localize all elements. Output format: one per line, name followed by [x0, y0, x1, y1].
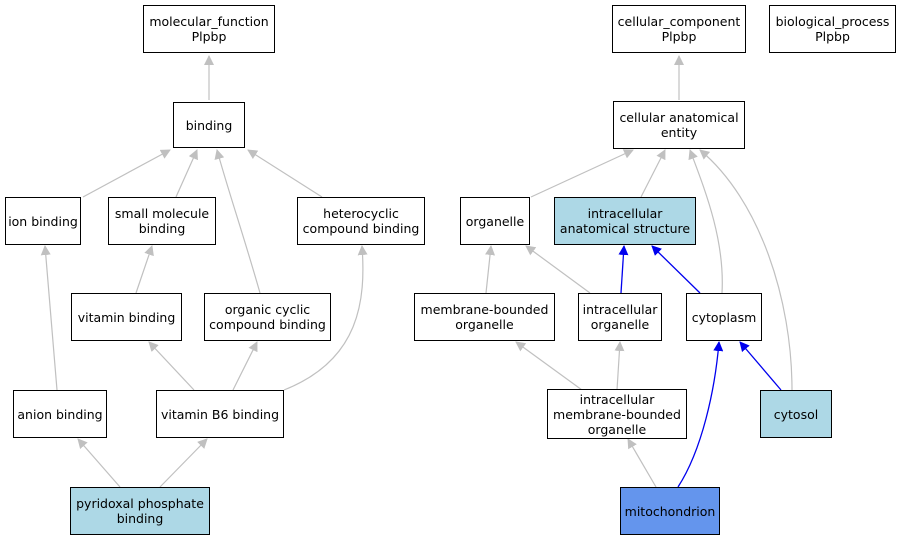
node-heterocyclic-compound-binding[interactable]: heterocyclic compound binding — [297, 197, 425, 245]
node-vitamin-b6-binding[interactable]: vitamin B6 binding — [156, 390, 284, 438]
node-biological-process[interactable]: biological_process Plpbp — [769, 5, 896, 53]
node-label-line-1: biological_process — [775, 14, 890, 29]
node-label-line-2: organelle — [590, 317, 650, 332]
node-label-line-2: binding — [138, 221, 186, 236]
node-label-line-1: cytoplasm — [691, 309, 757, 325]
edge-intracellular-membrane-bounded-to-intracellular-organelle — [614, 341, 625, 391]
edge-membrane-bounded-to-organelle — [485, 245, 496, 294]
node-binding[interactable]: binding — [173, 102, 245, 148]
node-label-line-2: membrane-bounded — [553, 406, 681, 422]
node-label-line-1: ion binding — [8, 213, 78, 229]
node-label-line-1: intracellular — [582, 302, 658, 317]
edge-cytosol-to-cytoplasm — [739, 341, 782, 391]
node-vitamin-binding[interactable]: vitamin binding — [71, 293, 182, 341]
node-label-line-2: entity — [660, 125, 698, 140]
node-label-line-1: mitochondrion — [624, 503, 716, 519]
edge-intracellular-organelle-to-organelle — [525, 245, 591, 294]
edge-intracellular-organelle-to-intracellular-structure — [618, 245, 629, 294]
node-intracellular-anatomical-structure[interactable]: intracellular anatomical structure — [554, 197, 696, 245]
node-label-line-1: intracellular — [579, 391, 655, 407]
edge-anion-binding-to-ion-binding — [40, 245, 58, 391]
node-cytosol[interactable]: cytosol — [760, 390, 832, 438]
node-label-line-1: cellular_component — [617, 14, 741, 29]
node-molecular-function[interactable]: molecular_function Plpbp — [143, 5, 275, 53]
edge-mitochondrion-to-cytoplasm — [677, 341, 724, 488]
node-label-line-1: intracellular — [587, 206, 663, 221]
edge-organelle-to-cellular-anatomical-entity — [530, 149, 634, 198]
edge-mitochondrion-to-intracellular-membrane-bounded — [627, 438, 657, 488]
edge-intracellular-structure-to-cellular-anatomical-entity — [640, 149, 666, 198]
edge-pyridoxal-to-vitamin-b6 — [159, 438, 208, 488]
edge-pyridoxal-to-anion-binding — [77, 438, 121, 488]
node-label-line-3: organelle — [587, 421, 647, 437]
node-organelle[interactable]: organelle — [460, 197, 530, 245]
node-label-line-1: organic cyclic — [224, 302, 311, 317]
node-label-line-2: Plpbp — [191, 29, 227, 44]
node-ion-binding[interactable]: ion binding — [5, 197, 81, 245]
node-label-line-2: binding — [116, 511, 164, 526]
node-label-line-1: anion binding — [17, 406, 103, 422]
node-cytoplasm[interactable]: cytoplasm — [686, 293, 762, 341]
edge-vitamin-b6-to-vitamin-binding — [148, 341, 195, 391]
edge-ion-binding-to-binding — [82, 149, 171, 198]
node-label-line-2: compound binding — [209, 317, 326, 332]
node-label-line-1: heterocyclic — [323, 206, 399, 221]
edge-organic-cyclic-to-binding — [214, 149, 261, 294]
edge-vitamin-b6-to-organic-cyclic — [232, 341, 258, 391]
node-label-line-1: vitamin B6 binding — [160, 406, 280, 422]
node-label-line-1: organelle — [465, 213, 525, 229]
node-intracellular-membrane-bounded-organelle[interactable]: intracellular membrane-bounded organelle — [547, 389, 687, 439]
node-label-line-2: Plpbp — [815, 29, 850, 44]
node-label-line-2: Plpbp — [661, 29, 697, 44]
edge-cytosol-to-cellular-anatomical-entity — [699, 149, 793, 391]
node-cellular-component[interactable]: cellular_component Plpbp — [612, 5, 746, 53]
edge-cytoplasm-to-intracellular-structure — [651, 245, 701, 294]
node-pyridoxal-phosphate-binding[interactable]: pyridoxal phosphate binding — [70, 487, 210, 535]
node-label-line-1: cytosol — [773, 406, 819, 422]
node-label-line-2: compound binding — [302, 221, 420, 236]
node-anion-binding[interactable]: anion binding — [13, 390, 107, 438]
node-mitochondrion[interactable]: mitochondrion — [620, 487, 720, 535]
edge-cytoplasm-to-cellular-anatomical-entity — [688, 149, 723, 294]
node-label-line-1: small molecule — [114, 206, 210, 221]
node-intracellular-organelle[interactable]: intracellular organelle — [578, 293, 662, 341]
node-organic-cyclic-compound-binding[interactable]: organic cyclic compound binding — [204, 293, 331, 341]
edge-vitamin-b6-to-heterocyclic — [283, 245, 368, 391]
node-label-line-1: cellular anatomical — [619, 110, 739, 125]
node-membrane-bounded-organelle[interactable]: membrane-bounded organelle — [414, 293, 555, 341]
node-label-line-1: pyridoxal phosphate — [76, 496, 204, 511]
node-cellular-anatomical-entity[interactable]: cellular anatomical entity — [613, 101, 745, 149]
node-label-line-2: anatomical structure — [559, 221, 691, 236]
edge-vitamin-binding-to-small-molecule — [135, 245, 154, 294]
edge-small-molecule-binding-to-binding — [175, 149, 198, 198]
node-label-line-2: organelle — [455, 317, 514, 332]
edge-intracellular-membrane-bounded-to-membrane-bounded — [515, 341, 583, 391]
node-label-line-1: molecular_function — [149, 14, 269, 29]
edge-heterocyclic-to-binding — [247, 149, 323, 198]
node-small-molecule-binding[interactable]: small molecule binding — [108, 197, 216, 245]
node-label-line-1: membrane-bounded — [420, 302, 549, 317]
node-label-line-1: binding — [185, 117, 233, 133]
node-label-line-1: vitamin binding — [77, 309, 176, 325]
